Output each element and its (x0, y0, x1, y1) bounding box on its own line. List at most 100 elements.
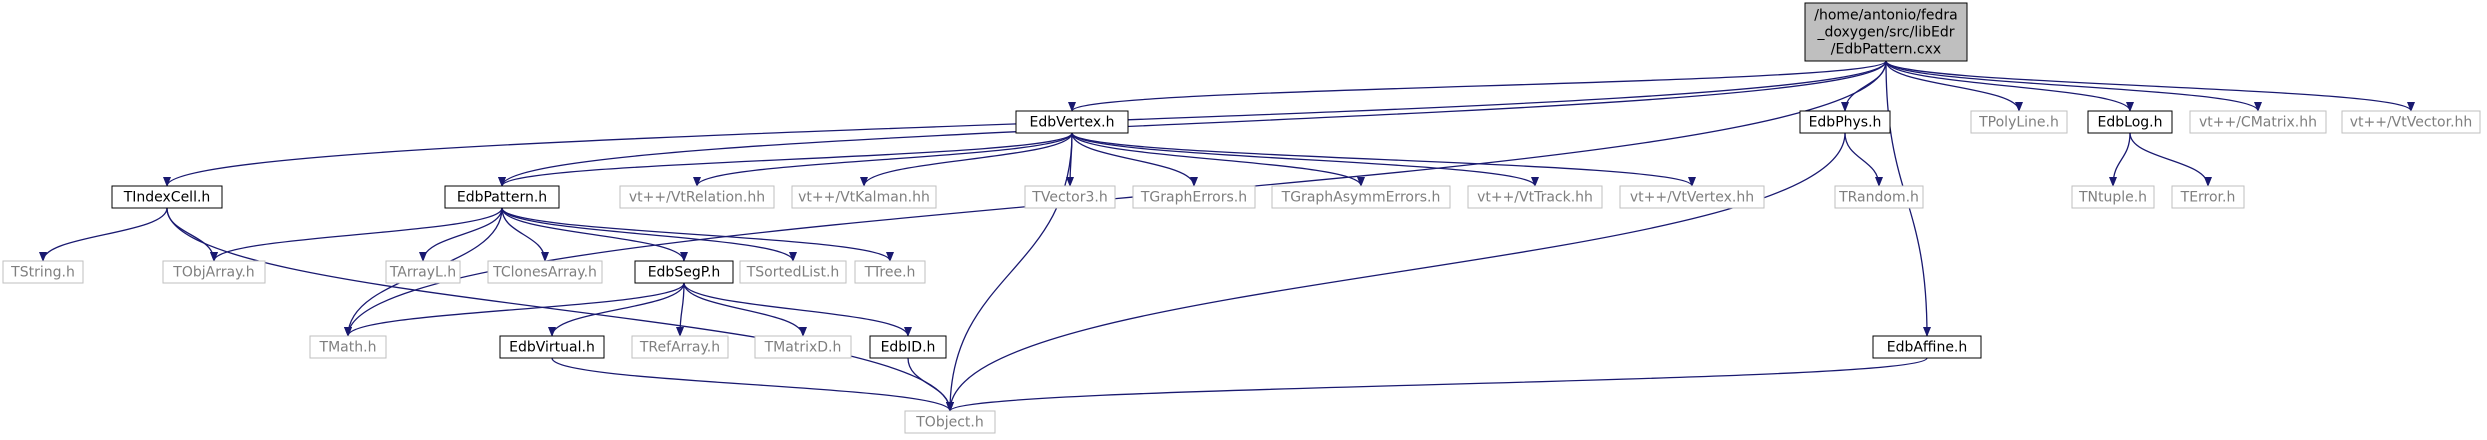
node-edbsegp[interactable]: EdbSegP.h (634, 260, 734, 284)
node-tstring-label: TString.h (10, 265, 75, 281)
edge-tindexcell-to-tstring (39, 207, 168, 262)
node-edbsegp-box (634, 260, 734, 284)
edge-edbpattern-to-tsortedlist (501, 207, 797, 262)
node-vtrelation: vt++/VtRelation.hh (619, 185, 775, 209)
edge-edbvertex-to-vtvertex (1071, 132, 1696, 187)
edge-edbvertex-to-tgraphasymm (1071, 132, 1365, 187)
node-tstring: TString.h (2, 260, 84, 284)
edge-edbvertex-to-tobject (946, 132, 1073, 412)
node-edbphys[interactable]: EdbPhys.h (1799, 110, 1891, 134)
edge-edbvirtual-to-tobject (551, 357, 954, 412)
node-edbpattern[interactable]: EdbPattern.h (444, 185, 560, 209)
node-vtvertex-label: vt++/VtVertex.hh (1630, 190, 1754, 206)
node-tsortedlist: TSortedList.h (739, 260, 847, 284)
node-tclonesarray-box (487, 260, 603, 284)
node-vtkalman: vt++/VtKalman.hh (791, 185, 937, 209)
node-tmatrixd: TMatrixD.h (754, 335, 852, 359)
node-trefarray-box (631, 335, 729, 359)
node-vtvertex-box (1619, 185, 1765, 209)
node-tarrayl-box (385, 260, 461, 284)
node-tmatrixd-label: TMatrixD.h (764, 340, 842, 356)
edge-edbphys-to-tobject (946, 132, 1846, 412)
node-ttree-box (854, 260, 926, 284)
node-edbvertex-box (1015, 110, 1129, 134)
edge-edbpattern-to-tarrayl (419, 207, 503, 262)
edge-root-to-edbpattern (498, 60, 1887, 187)
node-tvector3: TVector3.h (1024, 185, 1116, 209)
edge-edbphys-to-trandom (1844, 132, 1883, 187)
node-tindexcell[interactable]: TIndexCell.h (111, 185, 223, 209)
node-edbaffine-box (1872, 335, 1982, 359)
node-vtvector-label: vt++/VtVector.hh (2350, 115, 2473, 131)
node-edbphys-box (1799, 110, 1891, 134)
node-edbaffine[interactable]: EdbAffine.h (1872, 335, 1982, 359)
edge-root-to-tpolyline (1885, 60, 2023, 112)
node-vttrack-box (1467, 185, 1603, 209)
edge-edbpattern-to-tobjarray (210, 207, 503, 262)
node-tobjarray-label: TObjArray.h (172, 265, 254, 281)
node-tvector3-box (1024, 185, 1116, 209)
node-root-label: /home/antonio/fedra (1814, 8, 1957, 24)
node-tsortedlist-label: TSortedList.h (746, 265, 840, 281)
node-tgraphasymm-box (1271, 185, 1451, 209)
edge-edbaffine-to-tobject (946, 357, 1928, 412)
node-tindexcell-label: TIndexCell.h (123, 190, 211, 206)
node-tobject-label: TObject.h (915, 415, 983, 431)
node-tgraphasymm-label: TGraphAsymmErrors.h (1281, 190, 1441, 206)
node-edbvirtual-label: EdbVirtual.h (509, 340, 595, 356)
edge-edbvertex-to-vtkalman (860, 132, 1073, 187)
node-edbid-box (869, 335, 947, 359)
node-root-label: _doxygen/src/libEdr (1817, 25, 1955, 41)
edge-edbvertex-to-tgrapherrors (1071, 132, 1198, 187)
node-trandom-box (1834, 185, 1924, 209)
edge-edbvertex-to-vttrack (1071, 132, 1539, 187)
edge-edbpattern-to-edbsegp (501, 207, 688, 262)
edge-root-to-edbvertex (1068, 60, 1887, 112)
edge-edbid-to-tobject (907, 357, 954, 412)
node-edbvertex[interactable]: EdbVertex.h (1015, 110, 1129, 134)
node-tpolyline-box (1970, 110, 2068, 134)
edge-edbsegp-to-tmatrixd (683, 282, 807, 337)
node-terror-label: TError.h (2180, 190, 2236, 206)
node-vtkalman-label: vt++/VtKalman.hh (798, 190, 930, 206)
edge-root-to-vtvector (1885, 60, 2415, 112)
edge-edbpattern-to-tclonesarray (501, 207, 549, 262)
node-edblog-box (2087, 110, 2173, 134)
node-tmath-label: TMath.h (319, 340, 377, 356)
edge-edbsegp-to-trefarray (676, 282, 685, 337)
node-tntuple-label: TNtuple.h (2078, 190, 2147, 206)
edge-edbsegp-to-edbvirtual (548, 282, 685, 337)
edge-edblog-to-terror (2129, 132, 2212, 187)
node-edbaffine-label: EdbAffine.h (1887, 340, 1968, 356)
node-tobject: TObject.h (904, 410, 996, 434)
node-edbphys-label: EdbPhys.h (1809, 115, 1882, 131)
nodes-layer: /home/antonio/fedra_doxygen/src/libEdr/E… (2, 2, 2481, 434)
node-edbvirtual[interactable]: EdbVirtual.h (499, 335, 605, 359)
edge-edbvertex-to-edbpattern (498, 132, 1073, 187)
edge-edbvertex-to-vtrelation (693, 132, 1073, 187)
node-root-box (1804, 2, 1968, 62)
node-cmatrix-label: vt++/CMatrix.hh (2199, 115, 2317, 131)
node-trandom: TRandom.h (1834, 185, 1924, 209)
edge-root-to-cmatrix (1885, 60, 2262, 112)
edge-root-to-edbphys (1841, 60, 1887, 112)
node-trandom-label: TRandom.h (1838, 190, 1919, 206)
edge-tindexcell-to-tobjarray (166, 207, 218, 262)
node-edbsegp-label: EdbSegP.h (648, 265, 721, 281)
node-vtkalman-box (791, 185, 937, 209)
node-edblog[interactable]: EdbLog.h (2087, 110, 2173, 134)
node-vtvector: vt++/VtVector.hh (2341, 110, 2481, 134)
node-root[interactable]: /home/antonio/fedra_doxygen/src/libEdr/E… (1804, 2, 1968, 62)
node-tclonesarray-label: TClonesArray.h (492, 265, 597, 281)
node-edbvirtual-box (499, 335, 605, 359)
node-edbpattern-box (444, 185, 560, 209)
node-terror: TError.h (2171, 185, 2245, 209)
edge-edbsegp-to-tmath (344, 282, 685, 337)
node-edbid[interactable]: EdbID.h (869, 335, 947, 359)
node-tobject-box (904, 410, 996, 434)
node-tarrayl: TArrayL.h (385, 260, 461, 284)
node-edblog-label: EdbLog.h (2098, 115, 2163, 131)
node-cmatrix-box (2189, 110, 2327, 134)
node-tmatrixd-box (754, 335, 852, 359)
node-vtvector-box (2341, 110, 2481, 134)
